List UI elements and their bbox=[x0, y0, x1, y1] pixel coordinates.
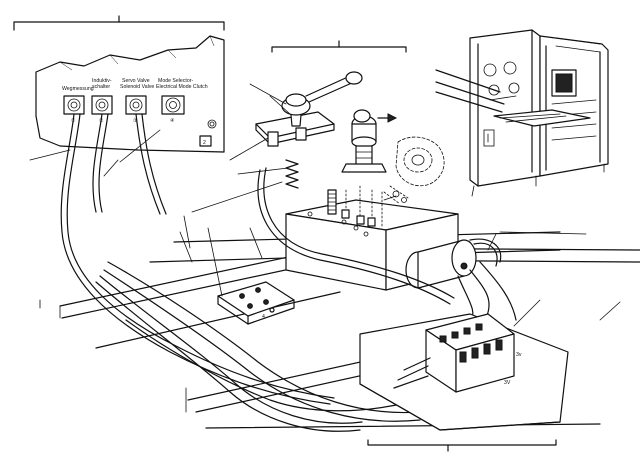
panel-corner-number: 2 bbox=[203, 140, 206, 146]
valve-bracket bbox=[271, 40, 407, 53]
terminal-bracket bbox=[367, 439, 557, 452]
connector-socket-2 bbox=[91, 95, 113, 115]
panel-bracket bbox=[13, 15, 225, 31]
spring bbox=[285, 159, 299, 189]
hose-from-panel bbox=[60, 113, 335, 405]
cable-bundle bbox=[95, 261, 421, 432]
connector-4-label-line1: Mode Selector- bbox=[158, 78, 193, 84]
connector-2-label-line1: Induktiv- bbox=[92, 78, 112, 84]
lever-assembly bbox=[255, 71, 363, 147]
connector-2-label-line2: schalter bbox=[92, 84, 110, 90]
terminal-block bbox=[359, 313, 569, 431]
control-cabinet bbox=[469, 29, 609, 197]
solenoid-valve bbox=[341, 109, 398, 173]
connector-socket-3 bbox=[125, 95, 147, 115]
connector-4-number: ④ bbox=[170, 118, 175, 124]
connector-1-label: Wegmessung bbox=[62, 86, 94, 92]
plate-label: 4 bbox=[262, 314, 265, 320]
connector-panel bbox=[35, 35, 225, 153]
connector-4-label-line2: Electrical Mode Clutch bbox=[156, 84, 208, 90]
motor-cable bbox=[257, 167, 517, 323]
terminal-label-top: 3v bbox=[516, 352, 522, 358]
connector-3-number: ③ bbox=[133, 118, 138, 124]
leader-lines bbox=[29, 69, 541, 327]
connector-socket-1 bbox=[63, 95, 85, 115]
motor bbox=[405, 238, 502, 289]
terminal-label-bottom: 3V bbox=[504, 380, 511, 386]
connector-socket-4 bbox=[161, 95, 185, 115]
exploded-parts bbox=[327, 185, 383, 229]
connector-3-label-line1: Servo Valve bbox=[122, 78, 150, 84]
floor-lines bbox=[39, 231, 621, 413]
mounting-plate bbox=[217, 281, 295, 325]
coupling-exploded bbox=[383, 136, 445, 205]
connector-3-label-line2: Solenoid Valve bbox=[120, 84, 154, 90]
